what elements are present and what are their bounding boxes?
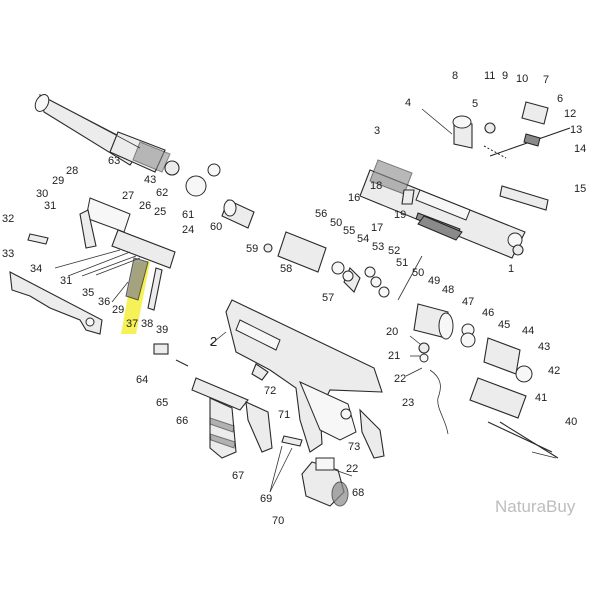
label-17: 17 xyxy=(371,222,383,234)
label-42: 42 xyxy=(548,365,560,377)
label-43-top: 43 xyxy=(144,174,156,186)
label-3: 3 xyxy=(374,125,380,137)
label-11: 11 xyxy=(484,70,495,82)
spring-part xyxy=(483,145,507,159)
label-22-bottom: 22 xyxy=(346,463,358,475)
label-64: 64 xyxy=(136,374,148,386)
clamp-part xyxy=(301,457,349,507)
label-13: 13 xyxy=(570,124,582,136)
label-43-right: 43 xyxy=(538,341,550,353)
label-70: 70 xyxy=(272,515,284,527)
label-1: 1 xyxy=(508,263,514,275)
label-58: 58 xyxy=(280,263,292,275)
label-45: 45 xyxy=(498,319,510,331)
label-48: 48 xyxy=(442,284,454,296)
label-39: 39 xyxy=(156,324,168,336)
label-66: 66 xyxy=(176,415,188,427)
part-labels: 1 2 3 4 5 6 7 8 9 10 11 12 13 14 15 16 1… xyxy=(2,70,586,527)
label-12: 12 xyxy=(564,108,576,120)
label-73: 73 xyxy=(348,441,360,453)
label-59: 59 xyxy=(246,243,258,255)
cylinder-parts xyxy=(164,160,327,273)
label-37-highlighted: 37 xyxy=(126,318,138,330)
trigger-assembly-part xyxy=(79,197,176,269)
label-33: 33 xyxy=(2,248,14,260)
label-49: 49 xyxy=(428,275,440,287)
label-54: 54 xyxy=(357,233,369,245)
label-6: 6 xyxy=(557,93,563,105)
label-69: 69 xyxy=(260,493,272,505)
oring-series xyxy=(331,261,533,383)
label-21: 21 xyxy=(388,350,400,362)
label-14: 14 xyxy=(574,143,586,155)
label-60: 60 xyxy=(210,221,222,233)
label-52: 52 xyxy=(388,245,400,257)
body-tube-part xyxy=(359,159,526,259)
label-51: 51 xyxy=(396,257,408,269)
side-plate-part xyxy=(9,271,103,335)
label-26: 26 xyxy=(139,200,151,212)
watermark-text: NaturaBuy xyxy=(495,497,576,516)
label-23: 23 xyxy=(402,397,414,409)
label-15: 15 xyxy=(574,183,586,195)
label-4: 4 xyxy=(405,97,411,109)
label-62: 62 xyxy=(156,187,168,199)
grip-part xyxy=(191,377,249,459)
label-18: 18 xyxy=(370,180,382,192)
label-31-top: 31 xyxy=(44,200,56,212)
label-65: 65 xyxy=(156,397,168,409)
label-32: 32 xyxy=(2,213,14,225)
barrel-part xyxy=(34,93,171,173)
label-72: 72 xyxy=(264,385,276,397)
leader-lines xyxy=(54,108,557,493)
label-28: 28 xyxy=(66,165,78,177)
frame-part xyxy=(225,299,383,453)
label-50-right: 50 xyxy=(412,267,424,279)
label-63: 63 xyxy=(108,155,120,167)
label-41: 41 xyxy=(535,392,547,404)
label-53: 53 xyxy=(372,241,384,253)
label-20: 20 xyxy=(386,326,398,338)
label-55: 55 xyxy=(343,225,355,237)
label-22-top: 22 xyxy=(394,373,406,385)
label-38: 38 xyxy=(141,318,153,330)
small-components xyxy=(27,101,549,459)
label-31-bottom: 31 xyxy=(60,275,72,287)
label-2: 2 xyxy=(210,334,217,349)
feed-assembly-part xyxy=(413,303,559,459)
label-71: 71 xyxy=(278,409,290,421)
label-50-top: 50 xyxy=(330,217,342,229)
label-30: 30 xyxy=(36,188,48,200)
label-36: 36 xyxy=(98,296,110,308)
label-7: 7 xyxy=(543,74,549,86)
label-61: 61 xyxy=(182,209,194,221)
label-8: 8 xyxy=(452,70,458,82)
label-34: 34 xyxy=(30,263,42,275)
label-9: 9 xyxy=(502,70,508,82)
label-67: 67 xyxy=(232,470,244,482)
label-10: 10 xyxy=(516,73,528,85)
label-5: 5 xyxy=(472,98,478,110)
label-47: 47 xyxy=(462,296,474,308)
label-46: 46 xyxy=(482,307,494,319)
label-56: 56 xyxy=(315,208,327,220)
label-24: 24 xyxy=(182,224,194,236)
label-44: 44 xyxy=(522,325,534,337)
label-68: 68 xyxy=(352,487,364,499)
label-57: 57 xyxy=(322,292,334,304)
label-25: 25 xyxy=(154,206,166,218)
label-29-top: 29 xyxy=(52,175,64,187)
hose-part xyxy=(429,369,449,435)
label-40: 40 xyxy=(565,416,577,428)
label-29-bottom: 29 xyxy=(112,304,124,316)
label-35: 35 xyxy=(82,287,94,299)
label-27: 27 xyxy=(122,190,134,202)
label-19: 19 xyxy=(394,209,406,221)
label-16: 16 xyxy=(348,192,360,204)
